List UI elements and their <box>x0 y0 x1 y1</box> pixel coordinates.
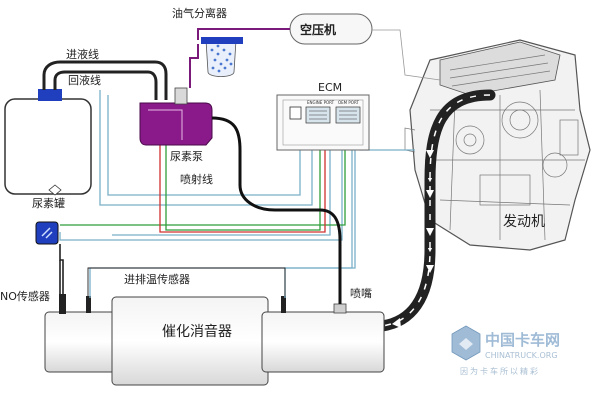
air-line-to-engine <box>372 29 441 81</box>
air-compressor: 空压机 <box>289 13 373 45</box>
watermark-name: 中国卡车网 <box>485 331 560 349</box>
temp-sensor-front <box>86 296 91 313</box>
spray-line <box>211 116 342 304</box>
nox-sensor <box>59 294 66 314</box>
temp-sensor-wire <box>87 267 286 296</box>
ecm-port-engine-label: ENGINE PORT <box>307 100 335 105</box>
urea-tank: 尿素罐 <box>4 89 92 210</box>
inlet-line-label: 进液线 <box>66 47 99 61</box>
catalytic-muffler-label: 催化消音器 <box>162 323 232 340</box>
temp-sensor-rear <box>281 296 286 313</box>
oil-gas-separator: 油气分离器 <box>172 6 243 77</box>
ecm-port-oem-label: OEM PORT <box>338 100 359 105</box>
watermark-site: CHINATRUCK.ORG <box>485 351 558 360</box>
watermark-slogan: 因为卡车所以精彩 <box>460 366 540 376</box>
tank-label: 尿素罐 <box>32 197 65 210</box>
dosing-control-module <box>35 221 59 245</box>
catalytic-muffler: 催化消音器 <box>44 296 385 386</box>
return-line <box>53 70 158 100</box>
site-watermark: 中国卡车网 CHINATRUCK.ORG 因为卡车所以精彩 <box>451 325 560 376</box>
nox-sensor-wire <box>59 244 64 294</box>
urea-pump: 尿素泵 <box>139 87 213 163</box>
pump-label: 尿素泵 <box>170 150 203 163</box>
air-line-to-separator <box>197 28 290 40</box>
nozzle-stub <box>333 303 347 314</box>
spray-line-label: 喷射线 <box>180 172 213 186</box>
exhaust-arrow-heads <box>392 150 434 328</box>
engine-illustration: 发动机 <box>404 39 591 251</box>
nox-sensor-label: NO传感器 <box>0 290 50 303</box>
compressor-label: 空压机 <box>300 22 336 37</box>
ecm-unit: ECM ENGINE PORT OEM PORT <box>276 81 370 151</box>
ecm-label: ECM <box>318 81 342 94</box>
separator-label: 油气分离器 <box>172 6 227 20</box>
nozzle-label: 喷嘴 <box>350 287 372 300</box>
engine-label: 发动机 <box>503 214 545 230</box>
return-line-label: 回液线 <box>68 73 101 87</box>
air-line-to-pump <box>189 44 199 88</box>
temp-sensor-label: 进排温传感器 <box>124 272 190 286</box>
inlet-line <box>42 60 168 100</box>
